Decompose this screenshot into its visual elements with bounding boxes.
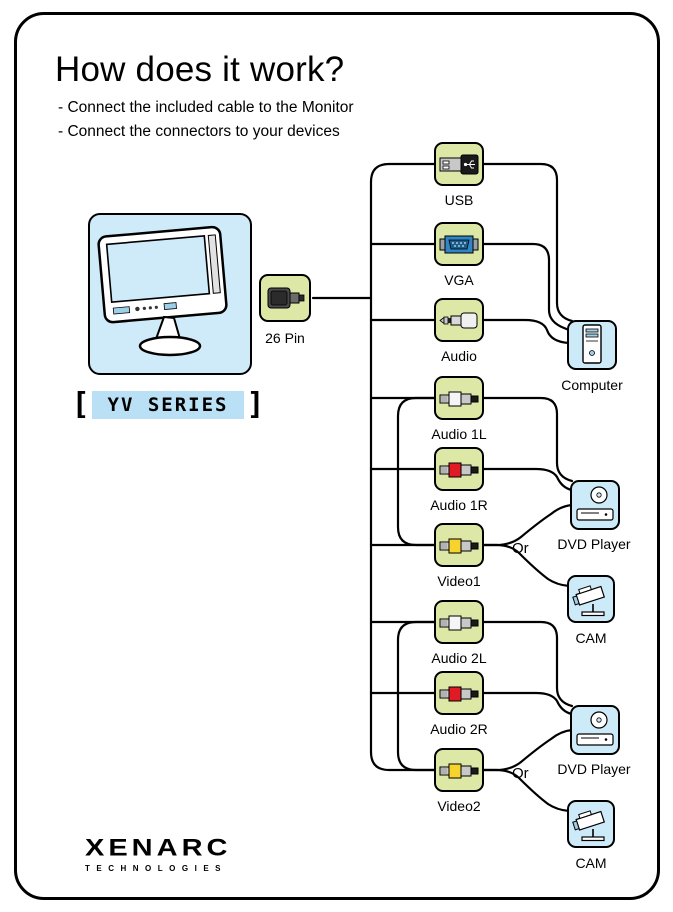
- rca-yellow-icon: [439, 763, 479, 779]
- connector-label-audio: Audio: [441, 348, 477, 364]
- device-label-cam2: CAM: [575, 855, 607, 871]
- instruction-1: - Connect the included cable to the Moni…: [58, 99, 354, 116]
- rca-white-icon: [439, 615, 479, 631]
- connector-box-audio1r: [434, 447, 484, 491]
- cctv-camera-icon: [572, 585, 606, 617]
- device-box-dvd1: [570, 480, 620, 530]
- instruction-2: - Connect the connectors to your devices: [58, 123, 340, 140]
- or-label-1: Or: [512, 540, 529, 557]
- connector-box-audio2r: [434, 671, 484, 715]
- connector-label-audio2l: Audio 2L: [431, 650, 487, 666]
- device-label-cam1: CAM: [575, 630, 607, 646]
- device-label-dvd1: DVD Player: [557, 536, 631, 552]
- connector-box-video1: [434, 523, 484, 567]
- connector-label-audio1r: Audio 1R: [430, 497, 488, 513]
- computer-icon: [582, 324, 602, 364]
- device-label-dvd2: DVD Player: [557, 761, 631, 777]
- audio-jack-icon: [439, 312, 478, 329]
- or-label-2: Or: [512, 765, 529, 782]
- page-title: How does it work?: [55, 50, 345, 89]
- pin-26-icon: [267, 287, 305, 309]
- logo-tagline: TECHNOLOGIES: [85, 864, 228, 873]
- rca-yellow-icon: [439, 538, 479, 554]
- cctv-camera-icon: [572, 810, 606, 842]
- device-box-dvd2: [570, 705, 620, 755]
- connector-box-audio2l: [434, 600, 484, 644]
- cable-label: 26 Pin: [265, 330, 305, 346]
- connector-label-video1: Video1: [437, 573, 481, 589]
- connector-box-video2: [434, 748, 484, 792]
- connector-label-usb: USB: [444, 192, 474, 208]
- rca-white-icon: [439, 391, 479, 407]
- connector-label-audio1l: Audio 1L: [431, 426, 487, 442]
- logo-name: XENARC: [85, 835, 232, 862]
- connector-label-audio2r: Audio 2R: [430, 721, 488, 737]
- connector-box-vga: [434, 222, 484, 266]
- connector-label-vga: VGA: [444, 272, 474, 288]
- rca-red-icon: [439, 462, 479, 478]
- series-bracket-right: ]: [246, 387, 265, 422]
- series-badge: [ YV SERIES ]: [71, 388, 264, 422]
- monitor-icon: [97, 225, 228, 357]
- usb-plug-icon: [439, 154, 479, 175]
- series-label-bar: YV SERIES: [91, 391, 245, 419]
- dvd-player-icon: [576, 486, 614, 521]
- connector-box-26pin: [259, 274, 311, 322]
- connector-box-usb: [434, 142, 484, 186]
- device-box-cam1: [567, 575, 615, 623]
- connector-label-video2: Video2: [437, 798, 481, 814]
- connector-box-audio1l: [434, 376, 484, 420]
- xenarc-logo: XENARC TECHNOLOGIES: [85, 835, 231, 873]
- device-box-computer: [567, 320, 617, 370]
- dvd-player-icon: [576, 711, 614, 746]
- frame-border: [14, 12, 660, 900]
- device-box-cam2: [567, 800, 615, 848]
- rca-red-icon: [439, 686, 479, 702]
- series-bracket-left: [: [71, 387, 90, 422]
- vga-plug-icon: [439, 235, 479, 254]
- series-label: YV SERIES: [107, 394, 229, 416]
- device-label-computer: Computer: [561, 377, 623, 393]
- monitor-illustration: [88, 213, 252, 375]
- connector-box-audio: [434, 298, 484, 342]
